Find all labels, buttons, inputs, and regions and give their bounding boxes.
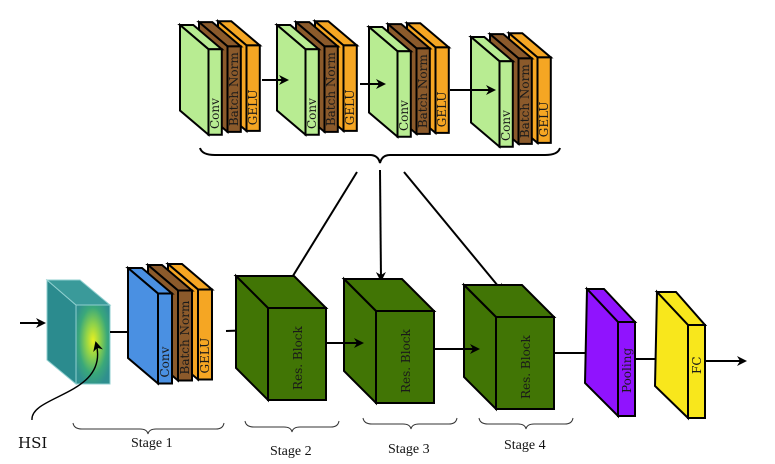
res-block-stage2: Res. Block xyxy=(233,273,329,403)
res-block-stage4: Res. Block xyxy=(461,282,557,412)
stage1-brace xyxy=(72,422,225,435)
gelu-label: GELU xyxy=(537,101,551,137)
conv-label: Conv xyxy=(397,100,411,131)
gelu-label: GELU xyxy=(198,338,212,374)
stage1-label: Stage 1 xyxy=(131,436,173,451)
conv-layer: Conv xyxy=(468,34,516,149)
stage3-brace xyxy=(362,417,458,430)
stage2-brace xyxy=(244,420,340,433)
res-block-label: Res. Block xyxy=(399,328,413,393)
conv-layer: Conv xyxy=(177,22,225,137)
batch-norm-label: Batch Norm xyxy=(178,300,192,375)
hsi-cube xyxy=(45,278,112,386)
stage4-brace xyxy=(478,417,574,430)
batch-norm-label: Batch Norm xyxy=(227,52,241,127)
conv-label: Conv xyxy=(158,346,172,377)
batch-norm-label: Batch Norm xyxy=(324,52,338,127)
stage3-label: Stage 3 xyxy=(388,442,430,457)
expand-arrow-stage3 xyxy=(375,169,386,282)
gelu-label: GELU xyxy=(246,89,260,125)
expand-arrow-stage2 xyxy=(281,171,358,294)
batch-norm-label: Batch Norm xyxy=(416,54,430,129)
expand-arrow-stage4 xyxy=(403,171,505,294)
fc-layer: FC xyxy=(653,289,708,421)
res-block-stage3: Res. Block xyxy=(341,276,437,406)
conv-layer: Conv xyxy=(366,24,414,139)
conv-layer: Conv xyxy=(125,265,175,386)
fc-label: FC xyxy=(690,356,704,374)
res-block-label: Res. Block xyxy=(519,334,533,399)
gelu-label: GELU xyxy=(435,91,449,127)
gelu-label: GELU xyxy=(343,89,357,125)
hsi-label: HSI xyxy=(18,434,47,452)
pooling-label: Pooling xyxy=(620,348,634,393)
stage2-label: Stage 2 xyxy=(270,444,312,459)
conv-label: Conv xyxy=(305,98,319,129)
conv-label: Conv xyxy=(499,110,513,141)
stage4-label: Stage 4 xyxy=(504,438,546,453)
conv-layer: Conv xyxy=(274,22,322,137)
detail-brace xyxy=(199,147,561,164)
conv-label: Conv xyxy=(208,98,222,129)
hsi-pointer-arrow xyxy=(31,341,103,421)
batch-norm-label: Batch Norm xyxy=(518,64,532,139)
res-block-label: Res. Block xyxy=(291,325,305,390)
pooling-layer: Pooling xyxy=(583,286,638,419)
